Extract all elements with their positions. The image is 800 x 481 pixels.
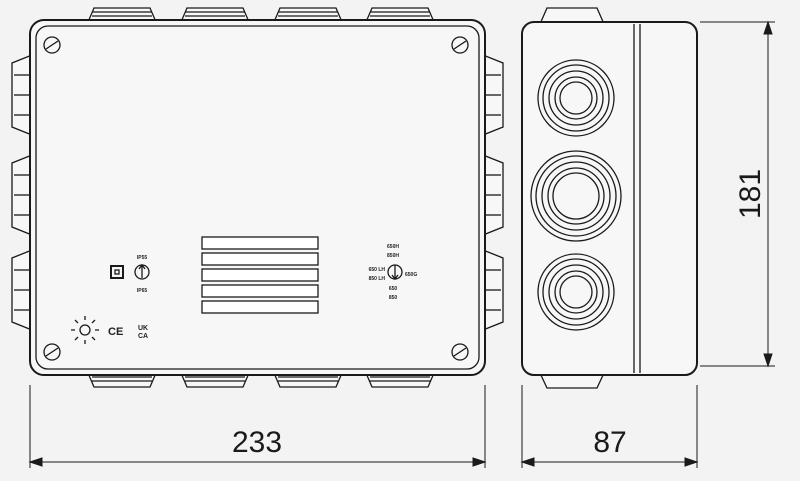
glow-label: 850H xyxy=(387,253,399,259)
ce-mark: CE xyxy=(108,326,123,338)
uv-resistant-icon xyxy=(71,316,99,344)
glow-label: 650G xyxy=(405,272,417,278)
front-view-body xyxy=(29,19,486,376)
glow-label: 850 xyxy=(389,295,398,301)
depth-dimension: 87 xyxy=(593,426,626,459)
side-view-knockouts xyxy=(530,59,622,331)
ip65-label: IP65 xyxy=(137,288,148,294)
knockout-gland xyxy=(530,150,622,242)
cable-glands-top-bottom xyxy=(87,7,435,388)
glow-label: 850 LH xyxy=(369,276,386,282)
double-insulation-icon xyxy=(110,265,124,279)
knockout-gland xyxy=(537,253,615,331)
cable-glands-left-right xyxy=(11,54,504,331)
knockout-gland xyxy=(537,59,615,137)
screw-icons xyxy=(43,36,469,361)
glow-label: 650H xyxy=(387,244,399,250)
label-slots xyxy=(201,236,319,314)
ip55-label: IP55 xyxy=(137,255,148,261)
ukca-mark-bottom: CA xyxy=(138,333,148,340)
height-dimension: 181 xyxy=(734,169,767,219)
ukca-mark-top: UK xyxy=(138,325,148,332)
glow-label: 650 LH xyxy=(369,267,386,273)
dimension-lines xyxy=(28,20,775,468)
width-dimension: 233 xyxy=(232,426,282,459)
front-view-lid xyxy=(35,25,480,370)
glow-label: 650 xyxy=(389,286,398,292)
